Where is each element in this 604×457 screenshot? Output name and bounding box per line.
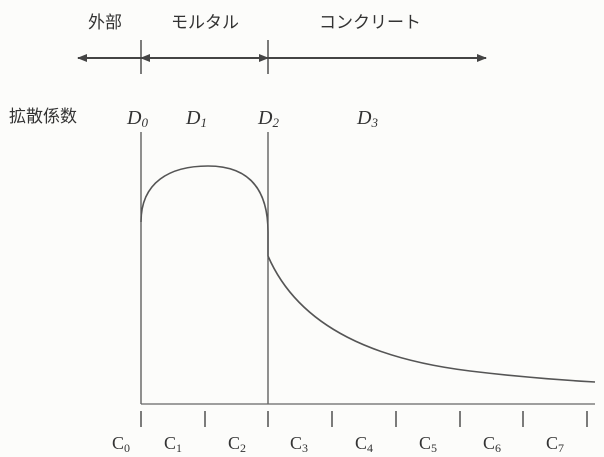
bottom-label-c6: C6 — [483, 433, 501, 455]
region-label-outside: 外部 — [88, 13, 122, 33]
bottom-label-c2: C2 — [228, 433, 246, 455]
bottom-label-c0: C0 — [112, 433, 130, 455]
bottom-ticks — [140, 411, 588, 427]
diffusion-coefficient-curve — [140, 165, 596, 383]
region-label-concrete: コンクリート — [319, 13, 421, 33]
region-label-mortar: モルタル — [171, 13, 239, 33]
y-axis-label: 拡散係数 — [9, 107, 77, 127]
bottom-label-c4: C4 — [355, 433, 373, 455]
boundary-label-d0: D0 — [126, 107, 148, 130]
bottom-label-c7: C7 — [546, 433, 564, 455]
boundary-label-d2: D2 — [257, 107, 279, 130]
bottom-label-c1: C1 — [164, 433, 182, 455]
bottom-label-c5: C5 — [419, 433, 437, 455]
region-label-d1: D1 — [185, 107, 207, 130]
bottom-label-c3: C3 — [290, 433, 308, 455]
region-label-d3: D3 — [356, 107, 378, 130]
